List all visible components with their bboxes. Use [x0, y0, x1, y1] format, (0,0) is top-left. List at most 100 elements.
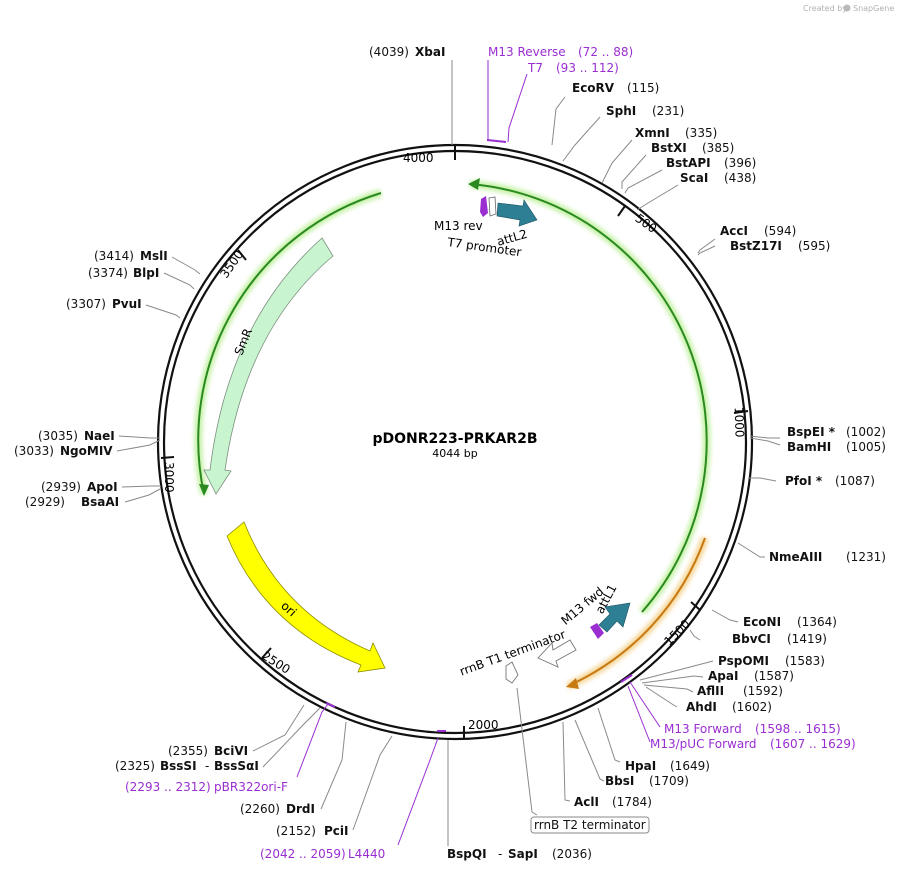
svg-text:(1364): (1364)	[797, 615, 837, 629]
site-pspomi[interactable]: PspOMI (1583)	[718, 654, 825, 668]
svg-text:BsaAI: BsaAI	[81, 495, 119, 509]
svg-text:(1598 .. 1615): (1598 .. 1615)	[755, 722, 841, 736]
site-pfoi[interactable]: PfoI * (1087)	[785, 474, 875, 488]
primer-m13-reverse[interactable]: M13 Reverse (72 .. 88)	[488, 45, 633, 59]
site-bbvci[interactable]: BbvCI (1419)	[732, 632, 827, 646]
site-ahdi[interactable]: AhdI (1602)	[686, 700, 772, 714]
site-drdi[interactable]: (2260) DrdI	[240, 802, 315, 816]
site-bspei[interactable]: BspEI * (1002)	[787, 425, 886, 439]
svg-text:ApoI: ApoI	[87, 480, 118, 494]
site-pcii[interactable]: (2152) PciI	[276, 824, 349, 838]
svg-text:(396): (396)	[724, 156, 756, 170]
svg-text:-: -	[498, 847, 502, 861]
rrnb-t2-feature[interactable]	[505, 661, 519, 684]
snapgene-logo-icon	[843, 4, 851, 12]
site-naei[interactable]: (3035) NaeI	[38, 429, 115, 443]
site-acli[interactable]: AclI (1784)	[574, 795, 652, 809]
tick-label-1000: 1000	[732, 407, 747, 438]
site-bsssi[interactable]: (2325) BssSI - BssSαI	[115, 759, 259, 773]
orf-arc-green-left	[194, 189, 383, 496]
svg-text:(2042 .. 2059): (2042 .. 2059)	[260, 847, 346, 861]
rrnb-t1-feature[interactable]	[537, 639, 577, 668]
primer-l4440[interactable]: (2042 .. 2059) L4440	[260, 847, 385, 861]
site-apoi[interactable]: (2939) ApoI	[41, 480, 118, 494]
svg-text:HpaI: HpaI	[625, 759, 656, 773]
site-ecorv[interactable]: EcoRV (115)	[572, 81, 659, 95]
site-msli[interactable]: (3414) MslI	[94, 249, 168, 263]
svg-text:EcoNI: EcoNI	[743, 615, 781, 629]
svg-text:M13 Forward: M13 Forward	[664, 722, 742, 736]
site-bsaai[interactable]: (2929) BsaAI	[25, 495, 119, 509]
plasmid-length: 4044 bp	[432, 447, 477, 460]
svg-text:T7: T7	[527, 61, 543, 75]
svg-text:(2929): (2929)	[25, 495, 65, 509]
site-bstz17i[interactable]: BstZ17I (595)	[730, 239, 830, 253]
svg-text:BstZ17I: BstZ17I	[730, 239, 782, 253]
svg-text:SapI: SapI	[508, 847, 538, 861]
plasmid-name: pDONR223-PRKAR2B	[373, 431, 538, 447]
svg-text:BssSI: BssSI	[160, 759, 197, 773]
orf-arc-orange	[566, 536, 709, 690]
svg-text:(335): (335)	[685, 126, 717, 140]
tick-marks	[160, 145, 749, 739]
attl2-feature[interactable]	[496, 199, 538, 227]
svg-text:BlpI: BlpI	[133, 266, 159, 280]
smr-feature[interactable]	[203, 237, 334, 495]
site-bcivi[interactable]: (2355) BciVI	[168, 744, 248, 758]
site-pvui[interactable]: (3307) PvuI	[66, 297, 142, 311]
svg-text:(1587): (1587)	[754, 669, 794, 683]
primer-m13-forward[interactable]: M13 Forward (1598 .. 1615)	[664, 722, 841, 736]
site-bstapi[interactable]: BstAPI (396)	[666, 156, 756, 170]
site-bspqi-sapi[interactable]: BspQI - SapI (2036)	[447, 847, 592, 861]
site-xmni[interactable]: XmnI (335)	[635, 126, 717, 140]
ori-feature[interactable]	[226, 521, 386, 673]
svg-text:(1583): (1583)	[785, 654, 825, 668]
svg-text:(1419): (1419)	[787, 632, 827, 646]
site-aflii[interactable]: AflII (1592)	[697, 684, 783, 698]
svg-text:DrdI: DrdI	[286, 802, 315, 816]
tick-label-3500: 3500	[217, 248, 246, 281]
site-bstxi[interactable]: BstXI (385)	[651, 141, 734, 155]
rrnb-t2-terminator-box[interactable]: rrnB T2 terminator	[530, 816, 650, 834]
site-blpi[interactable]: (3374) BlpI	[88, 266, 159, 280]
svg-text:(4039): (4039)	[369, 45, 409, 59]
svg-text:PciI: PciI	[324, 824, 349, 838]
svg-text:(1592): (1592)	[743, 684, 783, 698]
site-xbai[interactable]: (4039) XbaI	[369, 45, 445, 59]
site-acci[interactable]: AccI (594)	[720, 224, 796, 238]
site-bamhi[interactable]: BamHI (1005)	[787, 440, 886, 454]
tick-label-4000: 4000	[403, 151, 434, 165]
site-scai[interactable]: ScaI (438)	[680, 171, 756, 185]
svg-text:NaeI: NaeI	[84, 429, 115, 443]
site-bbsi[interactable]: BbsI (1709)	[605, 774, 689, 788]
svg-text:BamHI: BamHI	[787, 440, 831, 454]
primer-m13-puc-forward[interactable]: M13/pUC Forward (1607 .. 1629)	[650, 737, 856, 751]
svg-text:pBR322ori-F: pBR322ori-F	[214, 780, 288, 794]
svg-text:(3414): (3414)	[94, 249, 134, 263]
site-econi[interactable]: EcoNI (1364)	[743, 615, 837, 629]
rrnb-t2-label: rrnB T2 terminator	[534, 818, 646, 832]
svg-text:(2293 .. 2312): (2293 .. 2312)	[125, 780, 211, 794]
svg-text:SphI: SphI	[606, 104, 636, 118]
svg-text:(385): (385)	[702, 141, 734, 155]
svg-text:PvuI: PvuI	[112, 297, 142, 311]
m13-fwd-feature[interactable]	[590, 623, 604, 639]
orf-arc-green-right	[468, 178, 711, 615]
m13-rev-feature[interactable]	[480, 196, 488, 217]
site-nmeaiii[interactable]: NmeAIII (1231)	[769, 550, 886, 564]
svg-text:(1709): (1709)	[649, 774, 689, 788]
svg-text:ApaI: ApaI	[708, 669, 738, 683]
primer-pbr322ori-f[interactable]: (2293 .. 2312) pBR322ori-F	[125, 780, 288, 794]
attl1-feature[interactable]	[598, 602, 631, 633]
site-hpai[interactable]: HpaI (1649)	[625, 759, 710, 773]
t7-promoter-feature[interactable]	[488, 196, 497, 217]
svg-text:BbsI: BbsI	[605, 774, 634, 788]
site-sphi[interactable]: SphI (231)	[606, 104, 684, 118]
site-ngomiv[interactable]: (3033) NgoMIV	[14, 444, 113, 458]
primer-t7[interactable]: T7 (93 .. 112)	[527, 61, 619, 75]
tick-label-3000: 3000	[162, 462, 176, 493]
svg-text:PfoI *: PfoI *	[785, 474, 823, 488]
site-apai[interactable]: ApaI (1587)	[708, 669, 794, 683]
svg-text:-: -	[205, 759, 209, 773]
svg-text:NgoMIV: NgoMIV	[60, 444, 113, 458]
